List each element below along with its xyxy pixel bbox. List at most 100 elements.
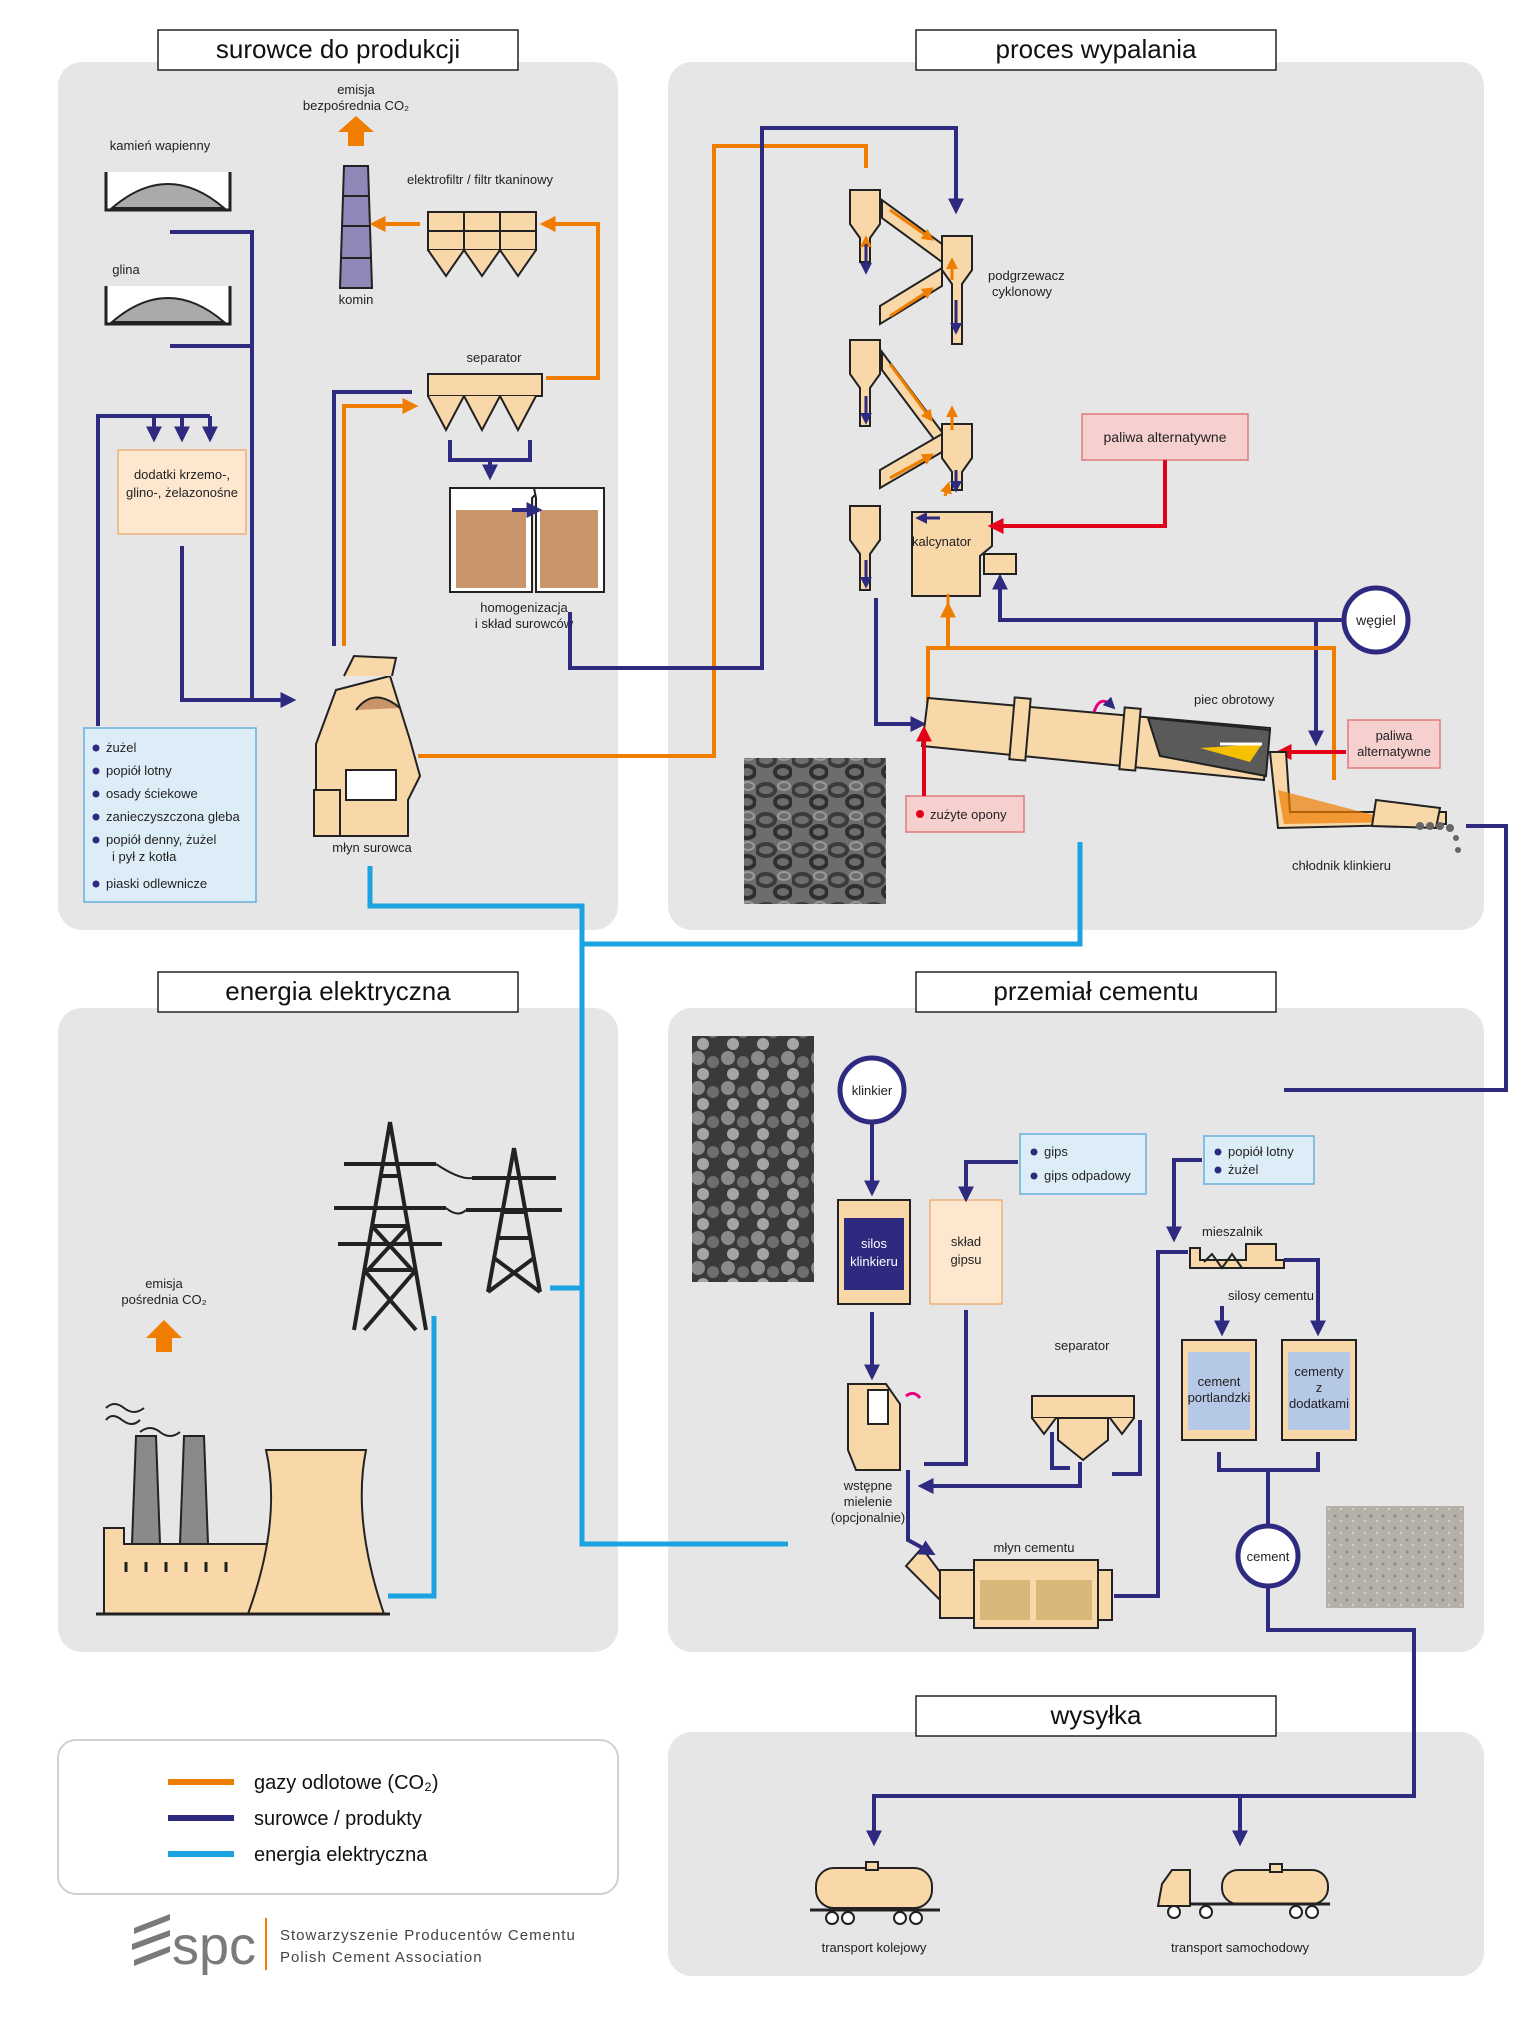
svg-text:z: z bbox=[1316, 1380, 1323, 1395]
svg-text:klinkier: klinkier bbox=[852, 1083, 893, 1098]
svg-text:paliwa: paliwa bbox=[1376, 728, 1414, 743]
panel-title-grinding: przemiał cementu bbox=[915, 971, 1277, 1013]
svg-text:gipsu: gipsu bbox=[950, 1252, 981, 1267]
clinker-photo bbox=[692, 1036, 814, 1282]
raw-navy-flows bbox=[332, 126, 964, 670]
emission-indirect-arrow-icon bbox=[146, 1320, 182, 1352]
raw-separator-label: separator bbox=[467, 350, 523, 365]
rail-tanker: transport kolejowy bbox=[810, 1861, 940, 1955]
svg-text:popiół lotny: popiół lotny bbox=[1228, 1144, 1294, 1159]
rail-label: transport kolejowy bbox=[822, 1940, 927, 1955]
rotary-kiln-label: piec obrotowy bbox=[1194, 692, 1275, 707]
legend: gazy odlotowe (CO₂)surowce / produktyene… bbox=[57, 1739, 619, 1895]
road-label: transport samochodowy bbox=[1171, 1940, 1310, 1955]
logo-mark: spc bbox=[172, 1916, 256, 1976]
cooler-label: chłodnik klinkieru bbox=[1292, 858, 1391, 873]
pregrinding-unit: wstępne mielenie (opcjonalnie) bbox=[831, 1383, 922, 1525]
svg-text:żużel: żużel bbox=[106, 740, 136, 755]
cement-mill-label: młyn cementu bbox=[994, 1540, 1075, 1555]
svg-text:proces wypalania: proces wypalania bbox=[996, 34, 1197, 64]
grinding-flows bbox=[906, 1250, 1188, 1598]
svg-text:węgiel: węgiel bbox=[1355, 612, 1396, 628]
svg-text:paliwa alternatywne: paliwa alternatywne bbox=[1104, 429, 1227, 445]
road-tanker: transport samochodowy bbox=[1156, 1863, 1330, 1955]
svg-text:wysyłka: wysyłka bbox=[1049, 1700, 1142, 1730]
coal-node: węgiel bbox=[1341, 585, 1411, 655]
svg-text:emisja: emisja bbox=[337, 82, 375, 97]
cement-silo-additives: cementy z dodatkami bbox=[1281, 1339, 1357, 1441]
preheater-gas-arrows bbox=[860, 208, 958, 620]
chimney-label: komin bbox=[339, 292, 374, 307]
mixer-label: mieszalnik bbox=[1202, 1224, 1263, 1239]
svg-text:zużyte opony: zużyte opony bbox=[930, 807, 1007, 822]
svg-text:popiół lotny: popiół lotny bbox=[106, 763, 172, 778]
svg-text:zanieczyszczona gleba: zanieczyszczona gleba bbox=[106, 809, 240, 824]
limestone-bin: kamień wapienny bbox=[104, 138, 232, 212]
cement-node: cement bbox=[1235, 1523, 1301, 1589]
svg-text:portlandzki: portlandzki bbox=[1188, 1390, 1251, 1405]
legend-label: surowce / produkty bbox=[254, 1808, 422, 1830]
svg-text:emisja: emisja bbox=[145, 1276, 183, 1291]
svg-text:gips odpadowy: gips odpadowy bbox=[1044, 1168, 1131, 1183]
svg-text:glino-, żelazonośne: glino-, żelazonośne bbox=[126, 485, 238, 500]
panel-title-kiln: proces wypalania bbox=[915, 29, 1277, 71]
coal-lines bbox=[992, 573, 1344, 747]
silos-to-cement bbox=[1217, 1452, 1320, 1526]
logo-line2: Polish Cement Association bbox=[280, 1949, 483, 1966]
svg-text:wstępne: wstępne bbox=[843, 1478, 892, 1493]
svg-text:alternatywne: alternatywne bbox=[1357, 744, 1431, 759]
emission-up-arrow-icon bbox=[338, 116, 374, 146]
spc-logo-mark-icon bbox=[132, 1914, 170, 1966]
svg-text:bezpośrednia CO₂: bezpośrednia CO₂ bbox=[303, 98, 409, 113]
gypsum-store: skład gipsu bbox=[929, 1199, 1003, 1305]
clinker-cooler: chłodnik klinkieru bbox=[1268, 751, 1461, 873]
gypsum-arrow bbox=[958, 1160, 1018, 1203]
svg-text:energia elektryczna: energia elektryczna bbox=[225, 976, 451, 1006]
raw-mill: młyn surowca bbox=[313, 654, 422, 855]
chimney: komin bbox=[339, 165, 374, 307]
svg-text:cement: cement bbox=[1198, 1374, 1241, 1389]
svg-text:homogenizacja: homogenizacja bbox=[480, 600, 568, 615]
svg-text:cyklonowy: cyklonowy bbox=[992, 284, 1052, 299]
clay-bin: glina bbox=[104, 262, 232, 326]
rotary-kiln: piec obrotowy bbox=[920, 692, 1275, 782]
panel-backgrounds bbox=[58, 62, 1484, 1976]
raw-orange-gas bbox=[342, 144, 868, 758]
svg-text:i skład surowców: i skład surowców bbox=[475, 616, 574, 631]
electrofilter: elektrofiltr / filtr tkaninowy bbox=[407, 172, 553, 278]
energy-lines bbox=[367, 842, 1083, 1599]
clinker-silo: silos klinkieru bbox=[837, 1199, 911, 1305]
alt-fuel-top-box: paliwa alternatywne bbox=[1081, 413, 1249, 461]
alternative-materials-box: żużel popiół lotny osady ściekowe zaniec… bbox=[83, 727, 257, 903]
tyres-box: zużyte opony bbox=[905, 795, 1025, 833]
panel-title-energy: energia elektryczna bbox=[157, 971, 519, 1013]
svg-text:cement: cement bbox=[1247, 1549, 1290, 1564]
mixer-to-silos bbox=[1214, 1258, 1326, 1337]
cement-silos-label: silosy cementu bbox=[1228, 1288, 1314, 1303]
cement-mill: młyn cementu bbox=[904, 1540, 1113, 1629]
svg-text:i pył z kotła: i pył z kotła bbox=[112, 849, 177, 864]
svg-text:popiół denny, żużel: popiół denny, żużel bbox=[106, 832, 216, 847]
svg-text:przemiał cementu: przemiał cementu bbox=[993, 976, 1198, 1006]
svg-text:silos: silos bbox=[861, 1236, 888, 1251]
legend-label: gazy odlotowe (CO₂) bbox=[254, 1772, 439, 1794]
svg-text:pośrednia CO₂: pośrednia CO₂ bbox=[121, 1292, 206, 1307]
ash-arrow bbox=[1166, 1158, 1202, 1243]
preheater-label: podgrzewacz bbox=[988, 268, 1065, 283]
panel-title-raw: surowce do produkcji bbox=[157, 29, 519, 71]
alt-fuel-right-box: paliwa alternatywne bbox=[1347, 719, 1441, 769]
svg-text:klinkieru: klinkieru bbox=[850, 1254, 898, 1269]
svg-text:piaski odlewnicze: piaski odlewnicze bbox=[106, 876, 207, 891]
preheater-to-kiln-feed bbox=[874, 598, 927, 732]
kiln-gas-line bbox=[926, 601, 1336, 780]
tyres-photo bbox=[744, 758, 886, 904]
svg-text:dodatki krzemo-,: dodatki krzemo-, bbox=[134, 467, 230, 482]
clinker-node: klinkier bbox=[837, 1055, 907, 1125]
panel-title-shipping: wysyłka bbox=[915, 1695, 1277, 1737]
svg-text:osady ściekowe: osady ściekowe bbox=[106, 786, 198, 801]
homogenization-silos: homogenizacja i skład surowców bbox=[449, 487, 605, 631]
limestone-label: kamień wapienny bbox=[110, 138, 211, 153]
clay-label: glina bbox=[112, 262, 140, 277]
emission-indirect: emisja pośrednia CO₂ bbox=[121, 1276, 207, 1352]
